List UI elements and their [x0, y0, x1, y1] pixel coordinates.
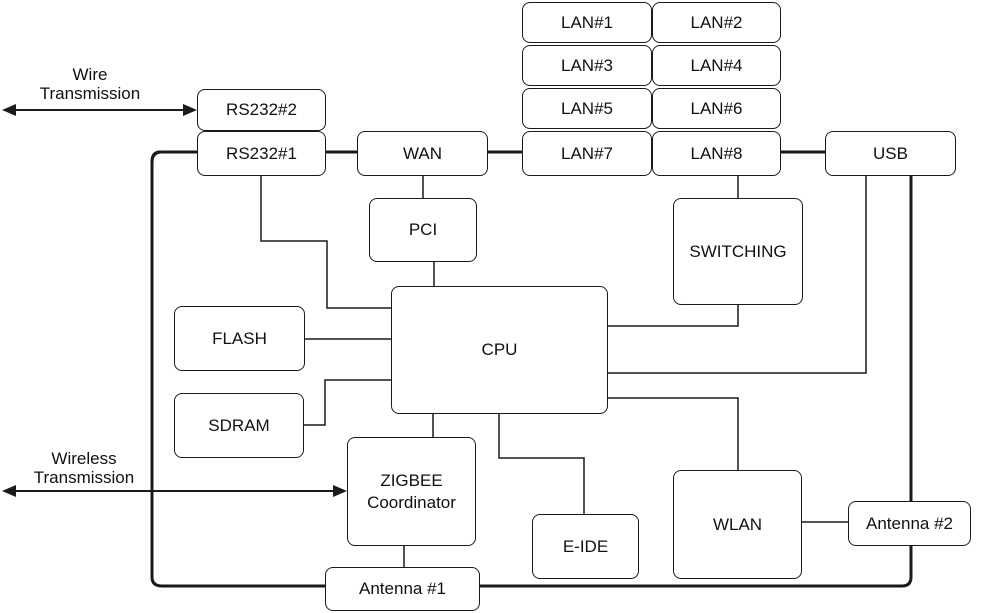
wlan-block: WLAN	[673, 470, 802, 579]
sdram-block: SDRAM	[174, 393, 304, 458]
lan8-block: LAN#8	[652, 131, 781, 176]
switching-block: SWITCHING	[673, 198, 803, 305]
lan2-block: LAN#2	[652, 2, 781, 43]
switching-to-cpu-line	[608, 305, 739, 327]
cpu-block: CPU	[391, 286, 608, 414]
rs232-1-block: RS232#1	[197, 131, 326, 176]
wire-transmission-label: Wire Transmission	[39, 65, 141, 103]
lan4-block: LAN#4	[652, 45, 781, 86]
lan3-block: LAN#3	[522, 45, 652, 86]
cpu-to-eide-line	[498, 414, 585, 514]
flash-block: FLASH	[174, 306, 305, 371]
board-outline-top-left	[150, 150, 197, 163]
wire-arrowhead-left	[2, 104, 16, 116]
antenna1-block: Antenna #1	[325, 567, 480, 611]
wan-block: WAN	[357, 131, 488, 176]
pci-block: PCI	[369, 198, 477, 262]
sdram-to-cpu-line	[304, 379, 391, 426]
lan5-block: LAN#5	[522, 88, 652, 129]
e-ide-block: E-IDE	[532, 514, 639, 579]
lan1-block: LAN#1	[522, 2, 652, 43]
usb-block: USB	[825, 131, 956, 176]
wire-arrowhead-right	[183, 104, 197, 116]
wireless-transmission-label: Wireless Transmission	[33, 449, 135, 487]
cpu-to-wlan-line	[608, 397, 739, 470]
lan6-block: LAN#6	[652, 88, 781, 129]
antenna2-block: Antenna #2	[848, 501, 971, 546]
usb-to-cpu-line	[608, 176, 867, 374]
wireless-arrowhead-left	[2, 485, 16, 497]
lan7-block: LAN#7	[522, 131, 652, 176]
rs232-2-block: RS232#2	[197, 89, 326, 131]
wireless-arrowhead-right	[333, 485, 347, 497]
zigbee-coordinator-block: ZIGBEE Coordinator	[347, 437, 476, 546]
rs232-to-cpu-line	[260, 176, 391, 309]
